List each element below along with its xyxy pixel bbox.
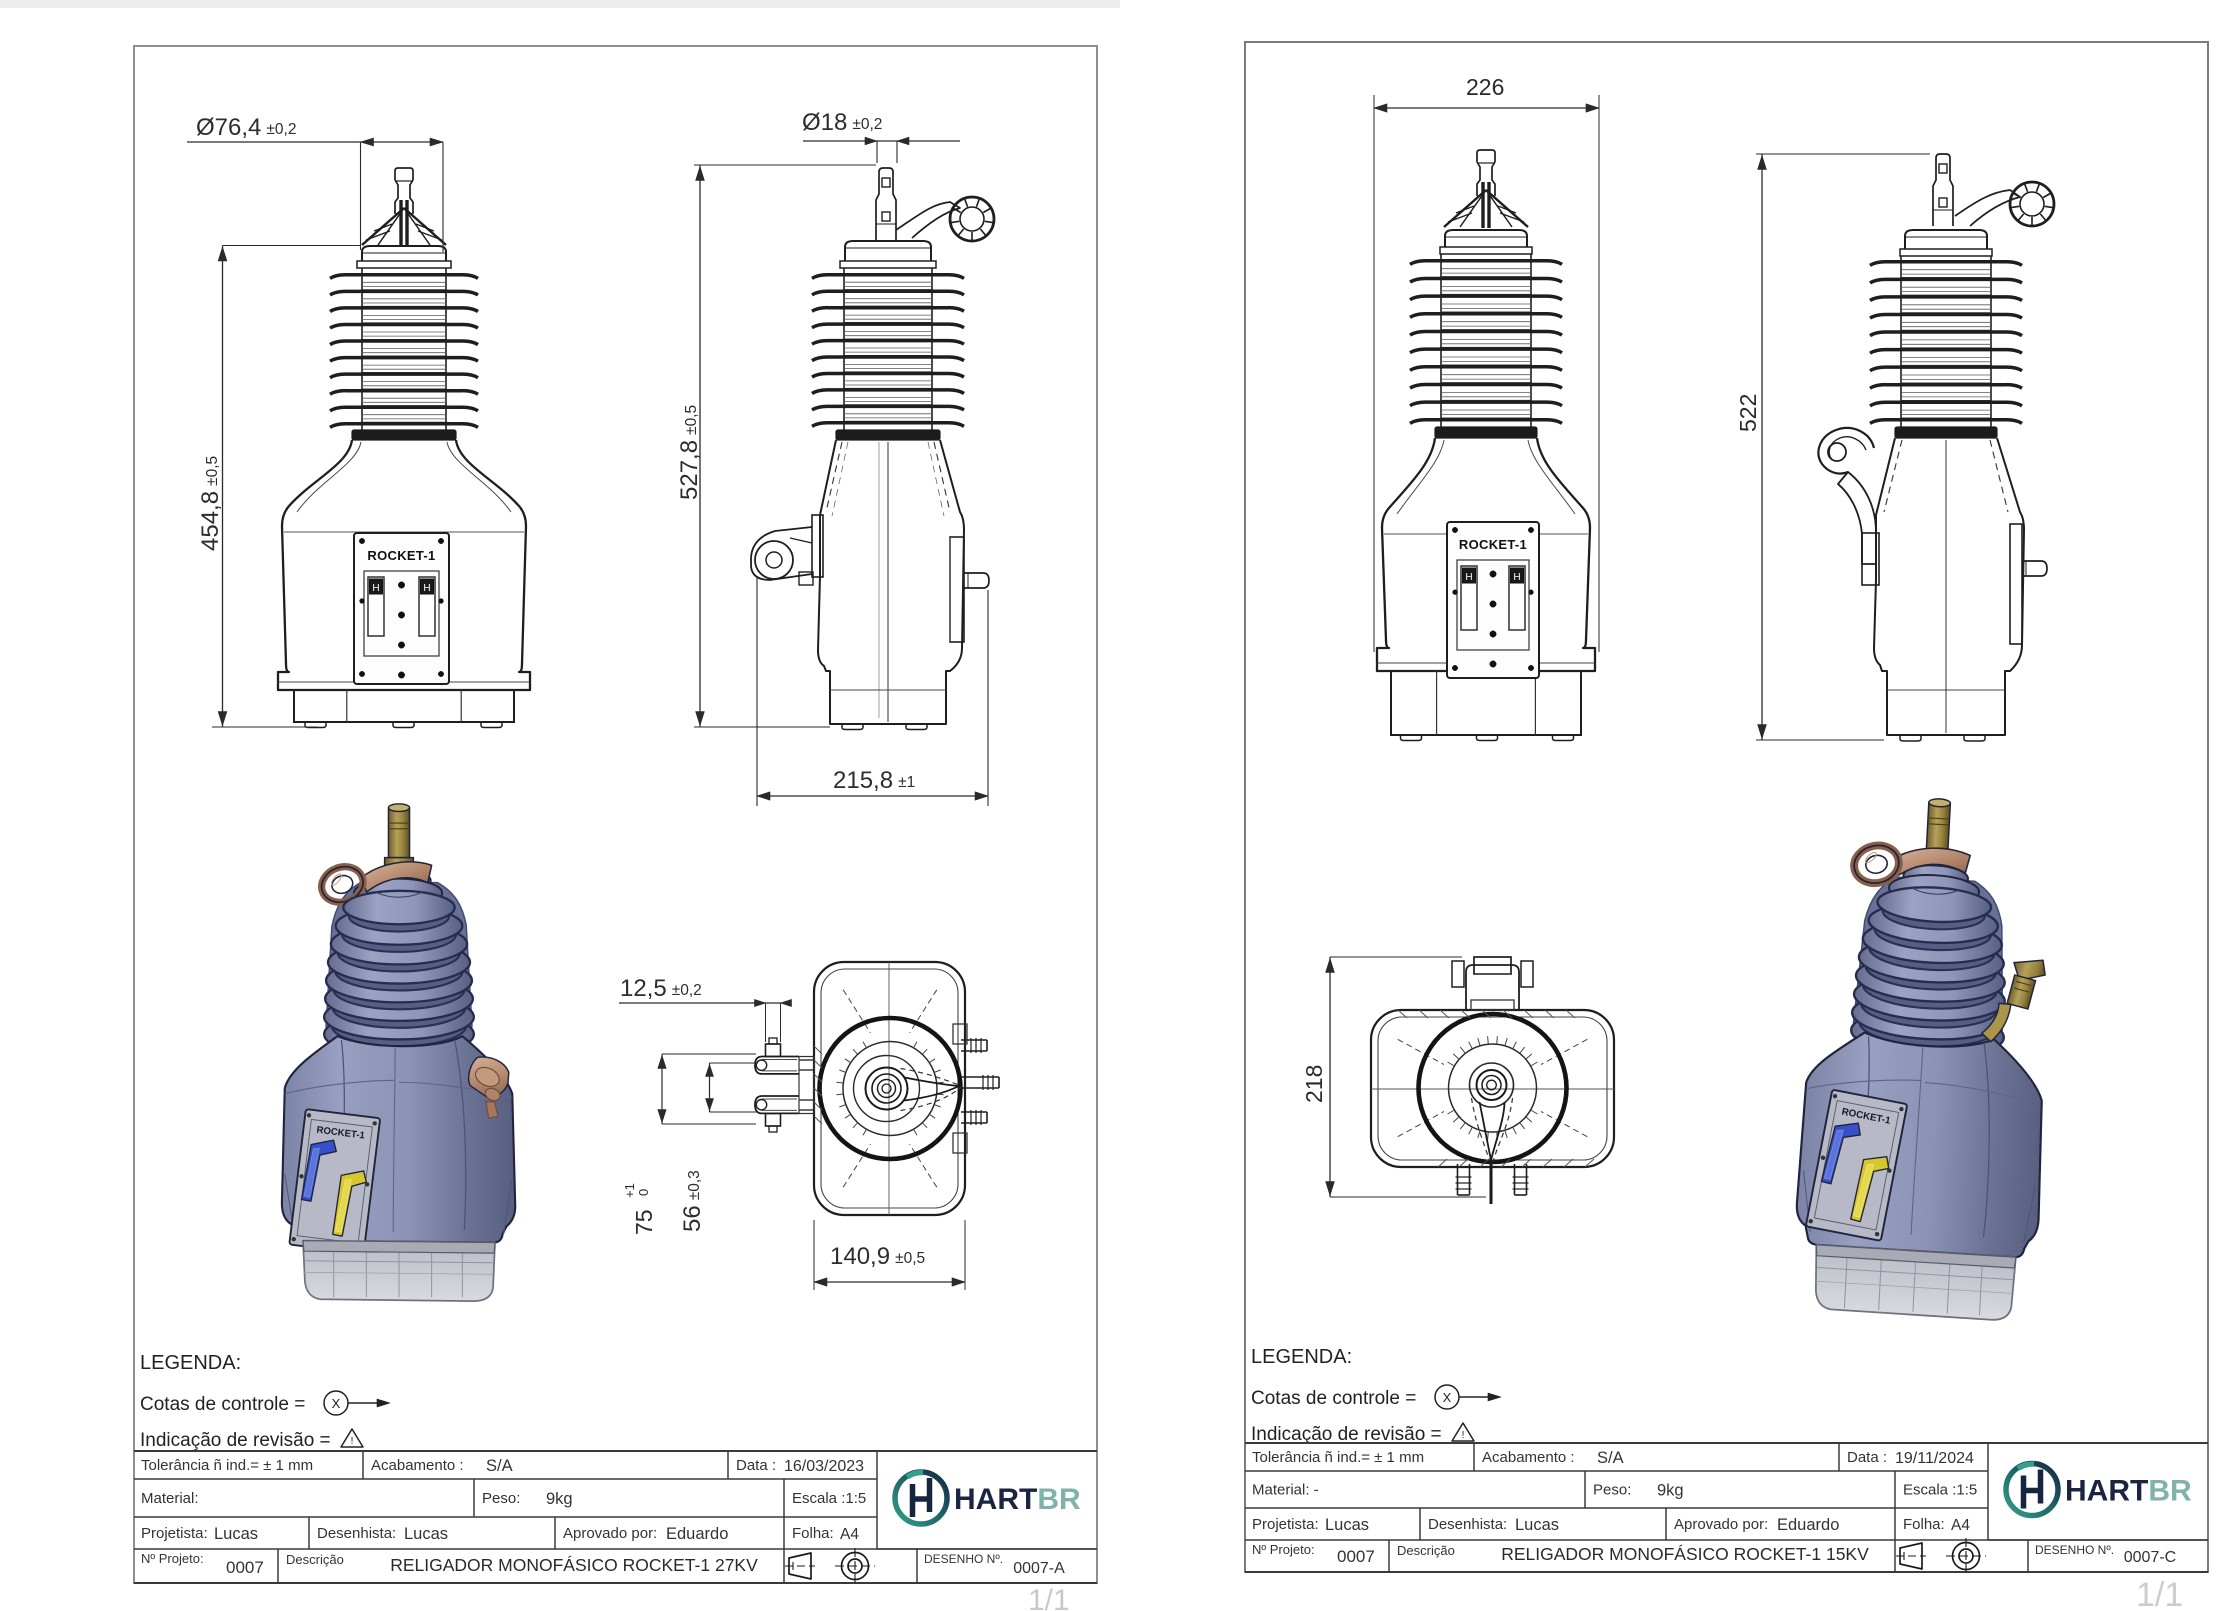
svg-text:Folha:: Folha:: [792, 1525, 834, 1542]
svg-text:H: H: [423, 583, 430, 594]
svg-text:Desenhista:: Desenhista:: [1428, 1516, 1507, 1533]
svg-text:Lucas: Lucas: [1515, 1516, 1559, 1534]
svg-text:Indicação de revisão =: Indicação de revisão =: [140, 1430, 331, 1451]
svg-text:522: 522: [1735, 394, 1761, 432]
svg-text:75: 75: [631, 1209, 657, 1235]
svg-text:9kg: 9kg: [546, 1490, 573, 1508]
svg-text:Acabamento :: Acabamento :: [371, 1457, 464, 1474]
svg-text:Lucas: Lucas: [214, 1525, 258, 1543]
svg-text:454,8±0,5: 454,8±0,5: [197, 456, 224, 551]
svg-text:0007-A: 0007-A: [1013, 1560, 1065, 1577]
svg-text:X: X: [1443, 1390, 1452, 1405]
svg-text:HARTBR: HARTBR: [2065, 1475, 2192, 1508]
svg-text:Acabamento :: Acabamento :: [1482, 1449, 1575, 1466]
svg-text:Peso:: Peso:: [482, 1490, 520, 1507]
svg-text:ROCKET-1: ROCKET-1: [367, 548, 435, 563]
svg-text:LEGENDA:: LEGENDA:: [140, 1352, 241, 1374]
svg-text:Descrição: Descrição: [286, 1552, 344, 1567]
svg-text:LEGENDA:: LEGENDA:: [1251, 1346, 1352, 1368]
svg-text:0: 0: [636, 1189, 651, 1196]
svg-text:!: !: [351, 1436, 354, 1447]
svg-text:Nº Projeto:: Nº Projeto:: [1252, 1542, 1315, 1557]
svg-text:Lucas: Lucas: [404, 1525, 448, 1543]
svg-text:H: H: [372, 583, 379, 594]
svg-text:16/03/2023: 16/03/2023: [784, 1458, 864, 1475]
svg-text:RELIGADOR MONOFÁSICO ROCKET-1: RELIGADOR MONOFÁSICO ROCKET-1 15KV: [1501, 1544, 1869, 1564]
svg-text:H: H: [1513, 572, 1520, 583]
svg-text:Material: -: Material: -: [1252, 1482, 1319, 1499]
svg-text:HARTBR: HARTBR: [954, 1483, 1081, 1516]
svg-text:A4: A4: [1951, 1517, 1970, 1534]
svg-text:218: 218: [1301, 1065, 1327, 1103]
svg-text:0007: 0007: [226, 1558, 264, 1577]
svg-text:DESENHO Nº.: DESENHO Nº.: [2035, 1543, 2114, 1557]
svg-text:1/1: 1/1: [2136, 1576, 2183, 1611]
svg-text:Descrição: Descrição: [1397, 1543, 1455, 1558]
svg-text:226: 226: [1466, 74, 1504, 100]
svg-text:Cotas de controle =: Cotas de controle =: [1251, 1388, 1416, 1409]
svg-text:0007: 0007: [1337, 1547, 1375, 1566]
svg-text:Tolerância ñ ind.= ± 1 mm: Tolerância ñ ind.= ± 1 mm: [141, 1457, 313, 1474]
svg-text:Escala :1:5: Escala :1:5: [792, 1490, 866, 1507]
svg-text:19/11/2024: 19/11/2024: [1895, 1450, 1974, 1467]
svg-text:Peso:: Peso:: [1593, 1482, 1631, 1499]
svg-text:1/1: 1/1: [1028, 1584, 1070, 1611]
svg-text:Desenhista:: Desenhista:: [317, 1525, 396, 1542]
svg-text:Data :: Data :: [736, 1457, 776, 1474]
svg-text:X: X: [332, 1396, 341, 1411]
svg-text:+1: +1: [622, 1183, 637, 1198]
svg-text:Folha:: Folha:: [1903, 1516, 1945, 1533]
svg-text:DESENHO Nº.: DESENHO Nº.: [924, 1552, 1003, 1566]
svg-text:Nº Projeto:: Nº Projeto:: [141, 1551, 204, 1566]
svg-text:A4: A4: [840, 1526, 859, 1543]
svg-text:RELIGADOR MONOFÁSICO ROCKET-1: RELIGADOR MONOFÁSICO ROCKET-1 27KV: [390, 1555, 758, 1575]
svg-text:Indicação de revisão =: Indicação de revisão =: [1251, 1424, 1442, 1445]
svg-text:Cotas de controle =: Cotas de controle =: [140, 1394, 305, 1415]
svg-text:Material:: Material:: [141, 1490, 199, 1507]
svg-text:S/A: S/A: [1597, 1449, 1624, 1467]
svg-text:Eduardo: Eduardo: [1777, 1516, 1839, 1534]
svg-text:Projetista:: Projetista:: [1252, 1516, 1319, 1533]
svg-text:Projetista:: Projetista:: [141, 1525, 208, 1542]
svg-text:Aprovado por:: Aprovado por:: [1674, 1516, 1768, 1533]
svg-text:ROCKET-1: ROCKET-1: [1459, 537, 1527, 552]
svg-text:S/A: S/A: [486, 1457, 513, 1475]
svg-text:H: H: [1465, 572, 1472, 583]
svg-text:Tolerância ñ ind.= ± 1 mm: Tolerância ñ ind.= ± 1 mm: [1252, 1449, 1424, 1466]
svg-text:0007-C: 0007-C: [2124, 1549, 2176, 1566]
svg-text:Eduardo: Eduardo: [666, 1525, 728, 1543]
svg-text:Escala :1:5: Escala :1:5: [1903, 1482, 1977, 1499]
svg-text:Data :: Data :: [1847, 1449, 1887, 1466]
svg-text:9kg: 9kg: [1657, 1482, 1684, 1500]
svg-text:Aprovado por:: Aprovado por:: [563, 1525, 657, 1542]
svg-text:Lucas: Lucas: [1325, 1516, 1369, 1534]
svg-text:!: !: [1462, 1430, 1465, 1441]
